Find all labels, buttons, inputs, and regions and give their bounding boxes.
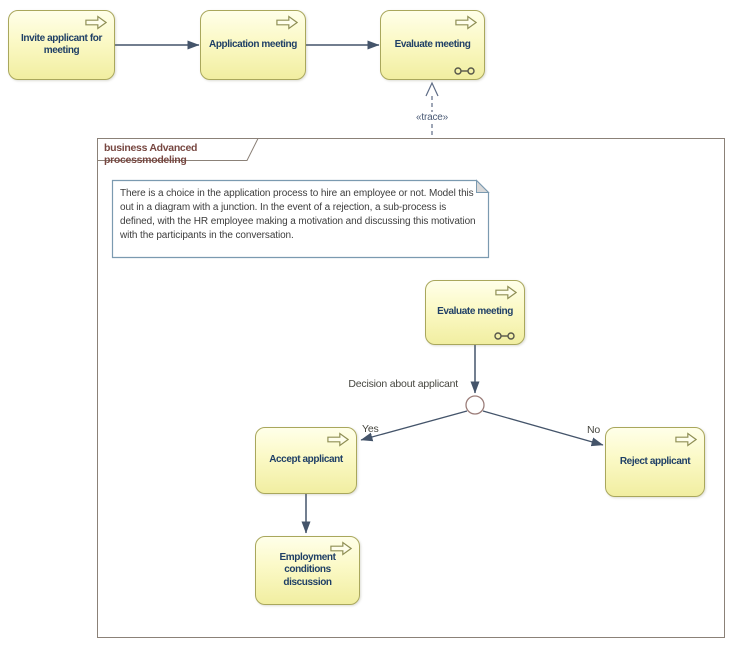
node-application-meeting[interactable]: Application meeting: [200, 10, 306, 80]
process-arrow-icon: [327, 432, 350, 447]
node-label: Accept applicant: [269, 454, 343, 466]
node-evaluate-meeting-inner[interactable]: Evaluate meeting: [425, 280, 525, 345]
flow-junction-yes-to-accept[interactable]: [360, 410, 468, 442]
decision-label: Decision about applicant: [348, 378, 458, 390]
process-arrow-icon: [675, 432, 698, 447]
process-arrow-icon: [276, 15, 299, 30]
node-invite-applicant[interactable]: Invite applicant for meeting: [8, 10, 115, 80]
node-label: Evaluate meeting: [394, 38, 471, 50]
no-branch-label: No: [587, 424, 601, 436]
note-fold: [476, 179, 490, 193]
chain-link-icon: [454, 63, 475, 75]
chain-link-icon: [494, 328, 515, 340]
node-evaluate-meeting-top[interactable]: Evaluate meeting: [380, 10, 485, 80]
node-label: Reject applicant: [619, 455, 691, 467]
process-arrow-icon: [455, 15, 478, 30]
frame-title: business Advanced processmodeling: [104, 142, 198, 166]
node-label: Application meeting: [209, 38, 297, 50]
note-text: There is a choice in the application pro…: [120, 188, 476, 241]
node-label: Employment conditions discussion: [279, 551, 336, 588]
frame-tab: [97, 138, 259, 161]
node-employment-conditions[interactable]: Employment conditions discussion: [255, 536, 360, 605]
trace-stereotype-label: «trace»: [404, 112, 460, 123]
flow-junction-no-to-reject[interactable]: [482, 410, 604, 447]
node-label: Invite applicant for meeting: [21, 32, 102, 57]
process-arrow-icon: [330, 541, 353, 556]
junction-decision[interactable]: [465, 395, 485, 415]
node-label: Evaluate meeting: [437, 306, 513, 318]
note-shape[interactable]: [111, 179, 490, 259]
process-arrow-icon: [495, 285, 518, 300]
trace-open-arrowhead: [425, 81, 439, 97]
node-accept-applicant[interactable]: Accept applicant: [255, 427, 357, 494]
yes-branch-label: Yes: [362, 423, 379, 435]
node-reject-applicant[interactable]: Reject applicant: [605, 427, 705, 497]
trace-connector[interactable]: [425, 81, 439, 138]
process-arrow-icon: [85, 15, 108, 30]
